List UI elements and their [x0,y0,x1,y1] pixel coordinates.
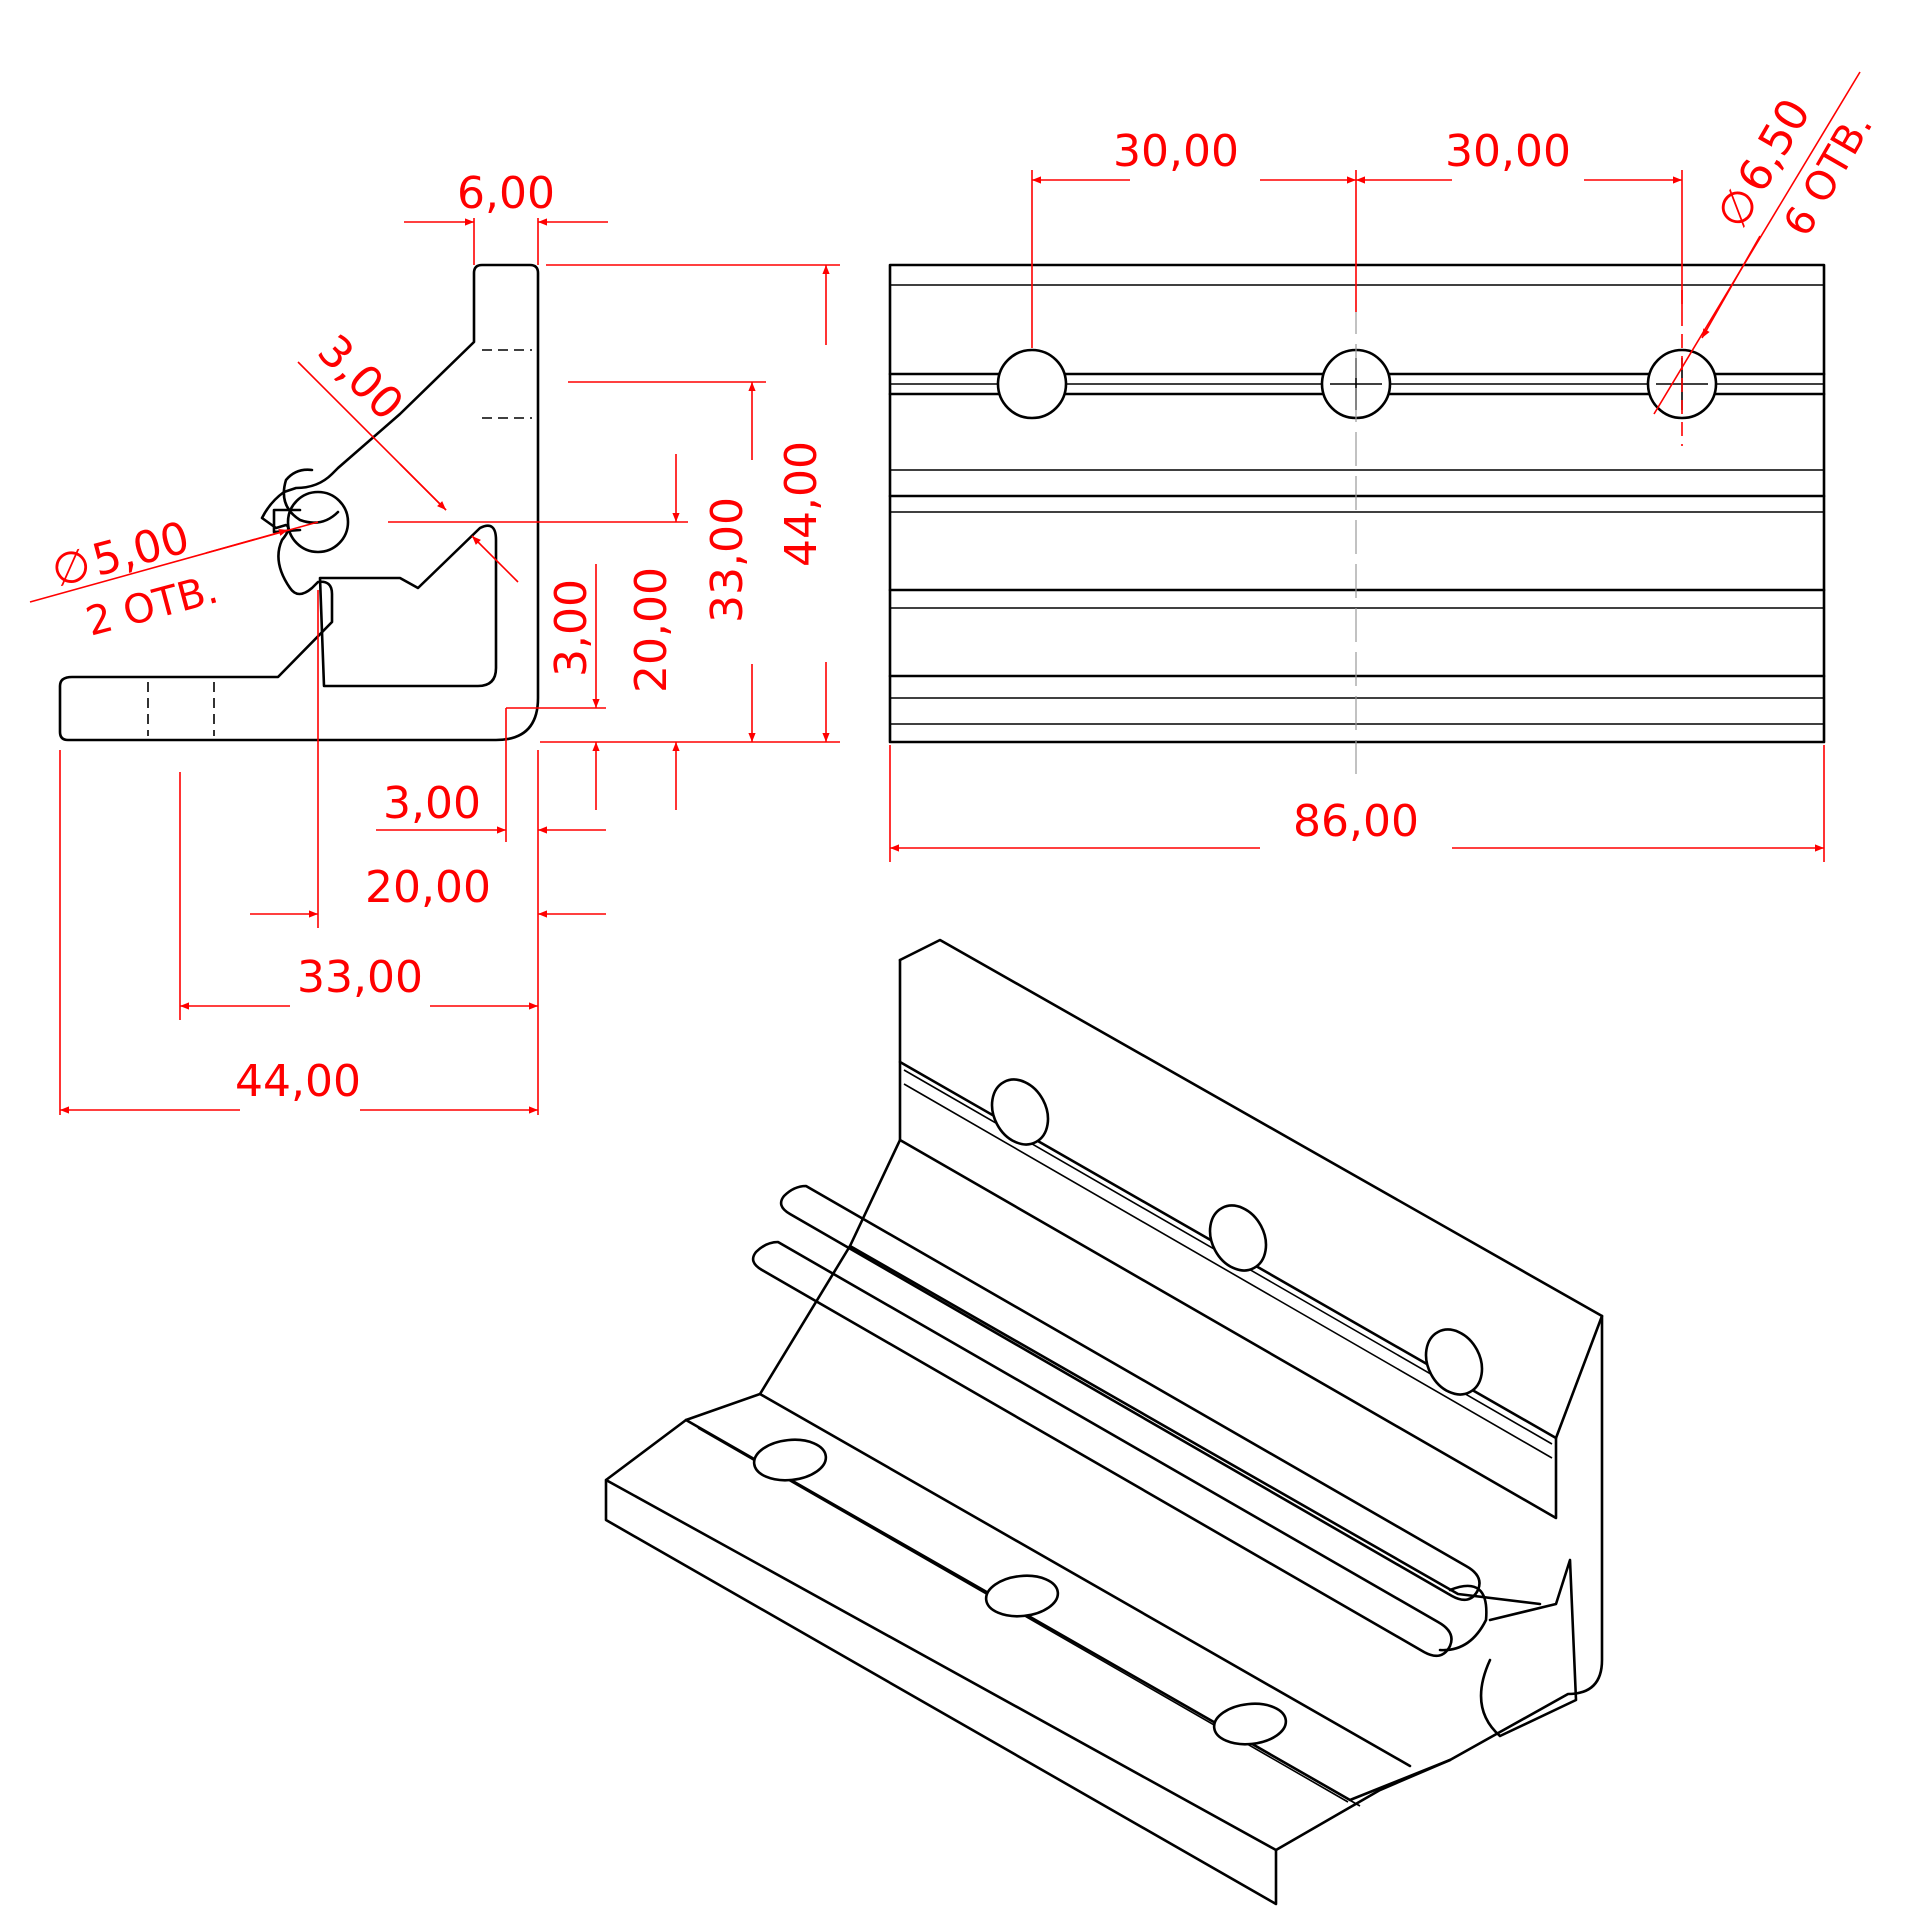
dim-top-thickness-label: 6,00 [457,168,555,219]
dim-arrow-hole-diameter-top [1701,235,1761,339]
iso-mounting-hole [1424,1328,1484,1396]
iso-mounting-hole [990,1078,1050,1146]
iso-mounting-hole [1208,1204,1268,1272]
iso-slot-line [709,1433,1361,1807]
dim-arrow-fillet-b [471,535,519,583]
profile-inner-cavity [318,524,498,688]
top-view: 30,00 30,00 ∅ 6,50 6 ОТВ. 86,00 [888,71,1882,862]
iso-profile-end [1438,1558,1578,1738]
iso-mounting-hole [1212,1702,1288,1746]
dim-arrow-fillet-a [399,463,447,511]
iso-bottom-flange [604,1418,1452,1906]
dim-width-44-label: 44,00 [235,1056,361,1107]
dim-arrow-hole-diameter [205,528,289,554]
top-view-outline [888,263,1826,744]
hook-slot [286,490,350,554]
dim-hole-diameter-top-group: ∅ 6,50 6 ОТВ. [1707,90,1882,244]
dim-width-20-label: 20,00 [365,862,491,913]
iso-hook-rib [779,1184,1481,1602]
isometric-view [604,938,1604,1906]
dim-width-3-label: 3,00 [383,778,481,829]
dim-height-33-label: 33,00 [702,497,753,623]
dim-height-20-label: 20,00 [626,567,677,693]
iso-flange-face [898,1060,1558,1520]
dim-fillet-label: 3,00 [308,325,413,430]
profile-outline [58,263,540,742]
dim-line-hole-diameter-top [1653,71,1861,415]
profile-hook [282,468,340,524]
dim-length-label: 86,00 [1293,796,1419,847]
iso-hook-rib [751,1240,1453,1658]
dim-pitch-2-label: 30,00 [1445,126,1571,177]
iso-vertical-flange-top [898,958,1604,1440]
iso-mounting-hole [984,1574,1060,1618]
section-view: 6,00 3,00 ∅ 5,00 2 ОТВ. 44,00 33,00 20,0… [29,168,840,1115]
iso-mounting-hole [752,1438,828,1482]
dim-width-33-label: 33,00 [297,952,423,1003]
iso-inner-wall [848,1138,1542,1606]
iso-slot-line [903,1083,1553,1459]
dim-pitch-1-label: 30,00 [1113,126,1239,177]
dim-hole-diameter-group: ∅ 5,00 2 ОТВ. [46,512,222,645]
mounting-hole [996,348,1068,420]
dim-height-3-label: 3,00 [546,579,597,677]
iso-inclined-wall [758,1244,852,1396]
dim-height-44-label: 44,00 [776,441,827,567]
iso-vertical-flange [898,938,1604,1852]
